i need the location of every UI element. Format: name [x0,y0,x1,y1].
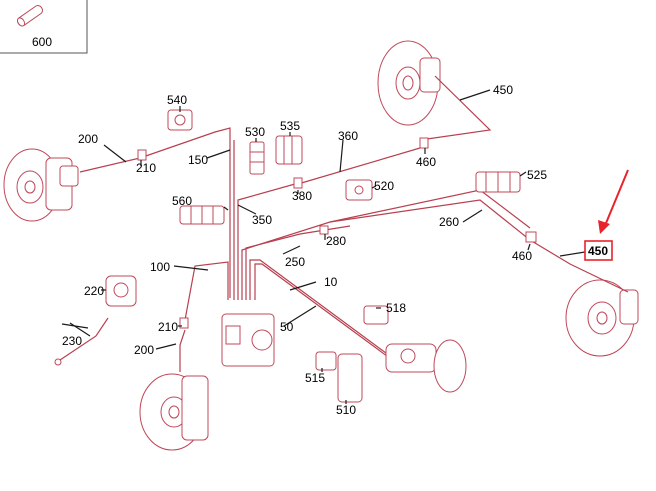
label-260: 260 [439,215,459,229]
label-10: 10 [324,275,338,289]
label-560: 560 [172,194,192,208]
label-460-right: 460 [512,249,532,263]
label-460-top: 460 [416,155,436,169]
label-518: 518 [386,301,406,315]
label-200-left: 200 [78,132,98,146]
label-350: 350 [252,213,272,227]
part-560 [179,205,225,225]
part-535 [275,135,303,165]
label-150: 150 [188,153,208,167]
label-220: 220 [84,284,104,298]
label-200-bottom: 200 [134,343,154,357]
label-380: 380 [292,189,312,203]
part-520 [345,179,373,201]
label-230: 230 [62,334,82,348]
label-360: 360 [338,129,358,143]
brake-disc-right [565,279,639,357]
leader-lines [61,89,586,404]
label-600: 600 [32,35,52,49]
brake-disc-top-right [377,40,441,126]
label-450-highlight: 450 [588,244,608,258]
label-450-top: 450 [493,83,513,97]
brake-disc-left [3,148,79,222]
brake-disc-bottom [139,373,209,451]
label-520: 520 [374,179,394,193]
part-530 [249,141,265,175]
label-530: 530 [245,125,265,139]
highlight-arrow [598,169,629,234]
part-518 [363,305,389,325]
part-540 [167,109,193,131]
highlight-box-450 [584,240,613,261]
label-250: 250 [285,255,305,269]
label-510: 510 [336,403,356,417]
part-220 [105,275,137,307]
label-535: 535 [280,119,300,133]
label-210-bottom: 210 [158,320,178,334]
label-525: 525 [527,168,547,182]
label-50: 50 [280,320,294,334]
label-515: 515 [305,371,325,385]
part-master-cylinder [385,339,467,393]
part-515 [315,351,337,371]
small-fittings [137,137,537,329]
part-abs-unit [221,313,275,367]
part-230 [54,317,109,366]
label-280: 280 [326,234,346,248]
part-525 [475,171,521,193]
label-210-left: 210 [136,161,156,175]
part-510 [337,353,363,403]
label-540: 540 [167,93,187,107]
inset-box-600 [0,0,88,54]
label-100: 100 [150,260,170,274]
